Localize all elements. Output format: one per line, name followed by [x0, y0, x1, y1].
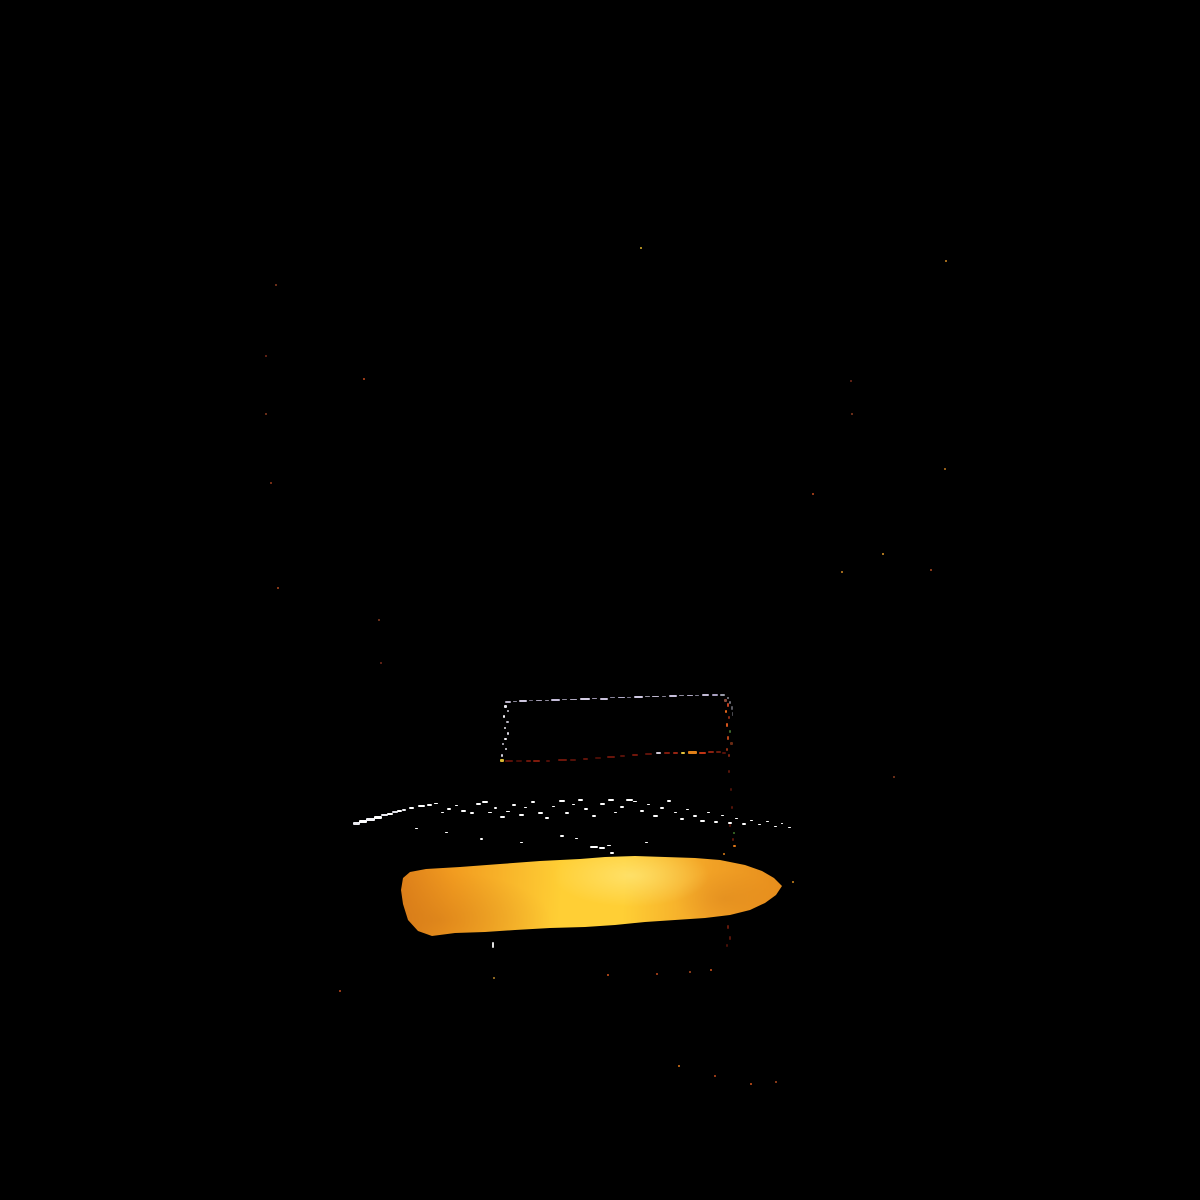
furnace-opening-outline [500, 694, 734, 947]
ember-scene [265, 247, 947, 1085]
spark-band [353, 799, 791, 948]
hot-pixel-noise [265, 247, 947, 1085]
